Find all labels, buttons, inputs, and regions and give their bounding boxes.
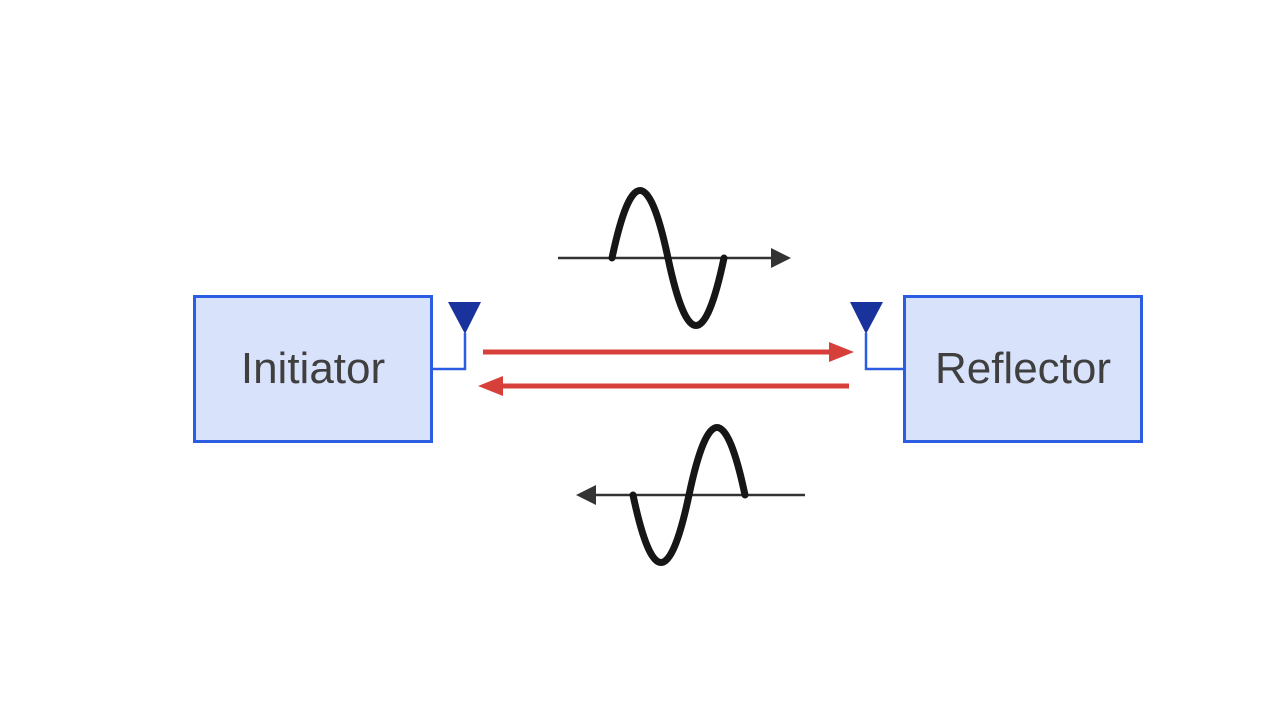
initiator-node: Initiator	[193, 295, 433, 443]
reflector-antenna-icon	[850, 302, 903, 371]
return-wave-icon	[576, 424, 805, 566]
return-signal-arrow	[478, 376, 849, 396]
forward-signal-arrow	[483, 342, 854, 362]
reflector-node: Reflector	[903, 295, 1143, 443]
reflector-label: Reflector	[934, 344, 1112, 393]
outgoing-wave-icon	[558, 187, 791, 329]
initiator-label: Initiator	[240, 344, 386, 393]
initiator-antenna-icon	[433, 302, 481, 371]
